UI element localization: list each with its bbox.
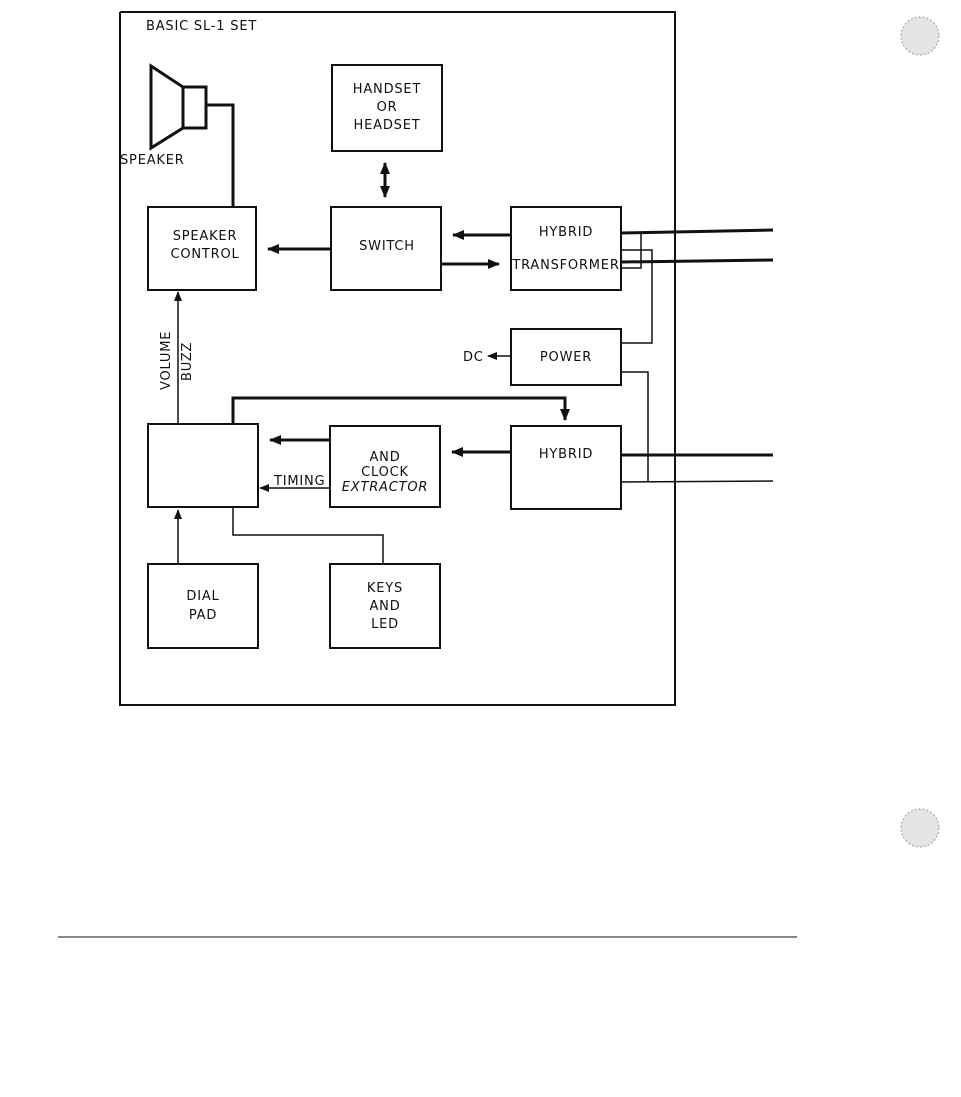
power-block xyxy=(510,328,622,386)
punch-hole-top xyxy=(900,16,940,56)
keys-label-1: KEYS xyxy=(367,581,403,596)
dial-pad-label-2: PAD xyxy=(189,608,217,623)
clock-extractor-block xyxy=(329,425,441,508)
hybrid-transformer-label-1: HYBRID xyxy=(539,225,593,240)
dial-pad-block xyxy=(147,563,259,649)
handset-label-1: HANDSET xyxy=(353,82,421,97)
clock-extractor-label-1: AND xyxy=(369,450,400,465)
punch-hole-bottom xyxy=(900,808,940,848)
hybrid-transformer-label-2: TRANSFORMER xyxy=(511,258,619,273)
speaker-label: SPEAKER xyxy=(120,153,185,168)
switch-label: SWITCH xyxy=(359,239,415,254)
hybrid-block xyxy=(510,425,622,510)
hybrid-transformer-block xyxy=(510,206,622,291)
controller-to-hybrid xyxy=(231,396,570,424)
keys-label-3: LED xyxy=(371,617,399,632)
speaker-wire xyxy=(206,103,235,207)
set-title: BASIC SL-1 SET xyxy=(146,19,257,34)
buzz-label: BUZZ xyxy=(180,342,195,381)
speaker-control-label-1: SPEAKER xyxy=(173,229,238,244)
clock-extractor-label-2: CLOCK xyxy=(361,465,409,480)
speaker-icon xyxy=(149,63,208,151)
volume-label: VOLUME xyxy=(159,331,174,390)
timing-label: TIMING xyxy=(273,474,325,489)
handset-label-2: OR xyxy=(377,100,398,115)
line-pair-2b xyxy=(620,480,774,483)
power-tap-1 xyxy=(621,233,642,269)
clock-extractor-label-3: EXTRACTOR xyxy=(342,480,428,495)
line-pair-1b xyxy=(620,258,774,264)
speaker-control-label-2: CONTROL xyxy=(170,247,239,262)
set-frame xyxy=(119,11,676,706)
keys-label-2: AND xyxy=(369,599,400,614)
speaker-control-block xyxy=(147,206,257,291)
power-feed-1 xyxy=(621,249,653,344)
power-label: POWER xyxy=(540,350,592,365)
keys-led-block xyxy=(329,563,441,649)
line-pair-1a xyxy=(620,228,774,235)
power-feed-2 xyxy=(621,371,649,481)
controller-to-keys xyxy=(232,507,384,564)
controller-block xyxy=(147,423,259,508)
handset-block xyxy=(331,64,443,152)
hybrid-label: HYBRID xyxy=(539,447,593,462)
dial-pad-label-1: DIAL xyxy=(186,589,219,604)
dc-label: DC xyxy=(463,350,484,365)
handset-label-3: HEADSET xyxy=(354,118,421,133)
